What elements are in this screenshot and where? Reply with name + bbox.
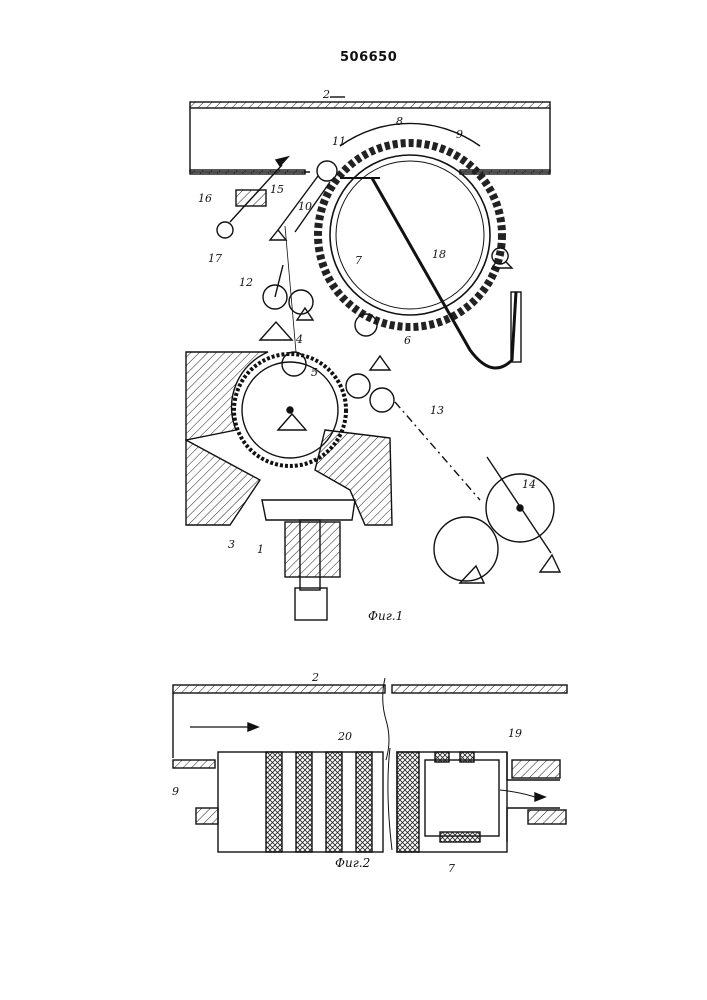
label-14: 14 <box>522 478 536 491</box>
perforated-drum <box>318 123 502 327</box>
label-13: 13 <box>430 404 444 417</box>
label-2: 2 <box>322 88 330 101</box>
fig2-label-19: 19 <box>508 727 522 740</box>
nozzle-assembly <box>217 157 288 238</box>
label-9: 9 <box>456 128 463 141</box>
duct-2 <box>190 97 550 174</box>
label-18: 18 <box>432 248 446 261</box>
label-7: 7 <box>355 254 362 267</box>
figure-1 <box>186 97 560 620</box>
label-17: 17 <box>208 252 222 265</box>
figure-2 <box>173 678 567 852</box>
figure-2-labels: 2 20 19 9 7 Фиг.2 <box>172 671 522 875</box>
fig2-label-20: 20 <box>337 730 352 743</box>
figure-1-caption: Фиг.1 <box>368 609 403 623</box>
label-10: 10 <box>298 200 312 213</box>
label-6: 6 <box>404 334 411 347</box>
label-8: 8 <box>396 115 403 128</box>
fig2-label-9: 9 <box>172 785 179 798</box>
label-12: 12 <box>239 276 253 289</box>
label-15: 15 <box>270 183 284 196</box>
label-3: 3 <box>228 538 235 551</box>
figure-2-caption: Фиг.2 <box>335 856 370 870</box>
label-1: 1 <box>257 543 264 556</box>
fig2-label-2: 2 <box>311 671 319 684</box>
label-11: 11 <box>332 135 346 148</box>
forming-block <box>186 352 392 620</box>
label-4: 4 <box>295 333 303 346</box>
fig2-label-7: 7 <box>448 862 455 875</box>
label-5: 5 <box>311 366 318 379</box>
label-16: 16 <box>198 192 212 205</box>
